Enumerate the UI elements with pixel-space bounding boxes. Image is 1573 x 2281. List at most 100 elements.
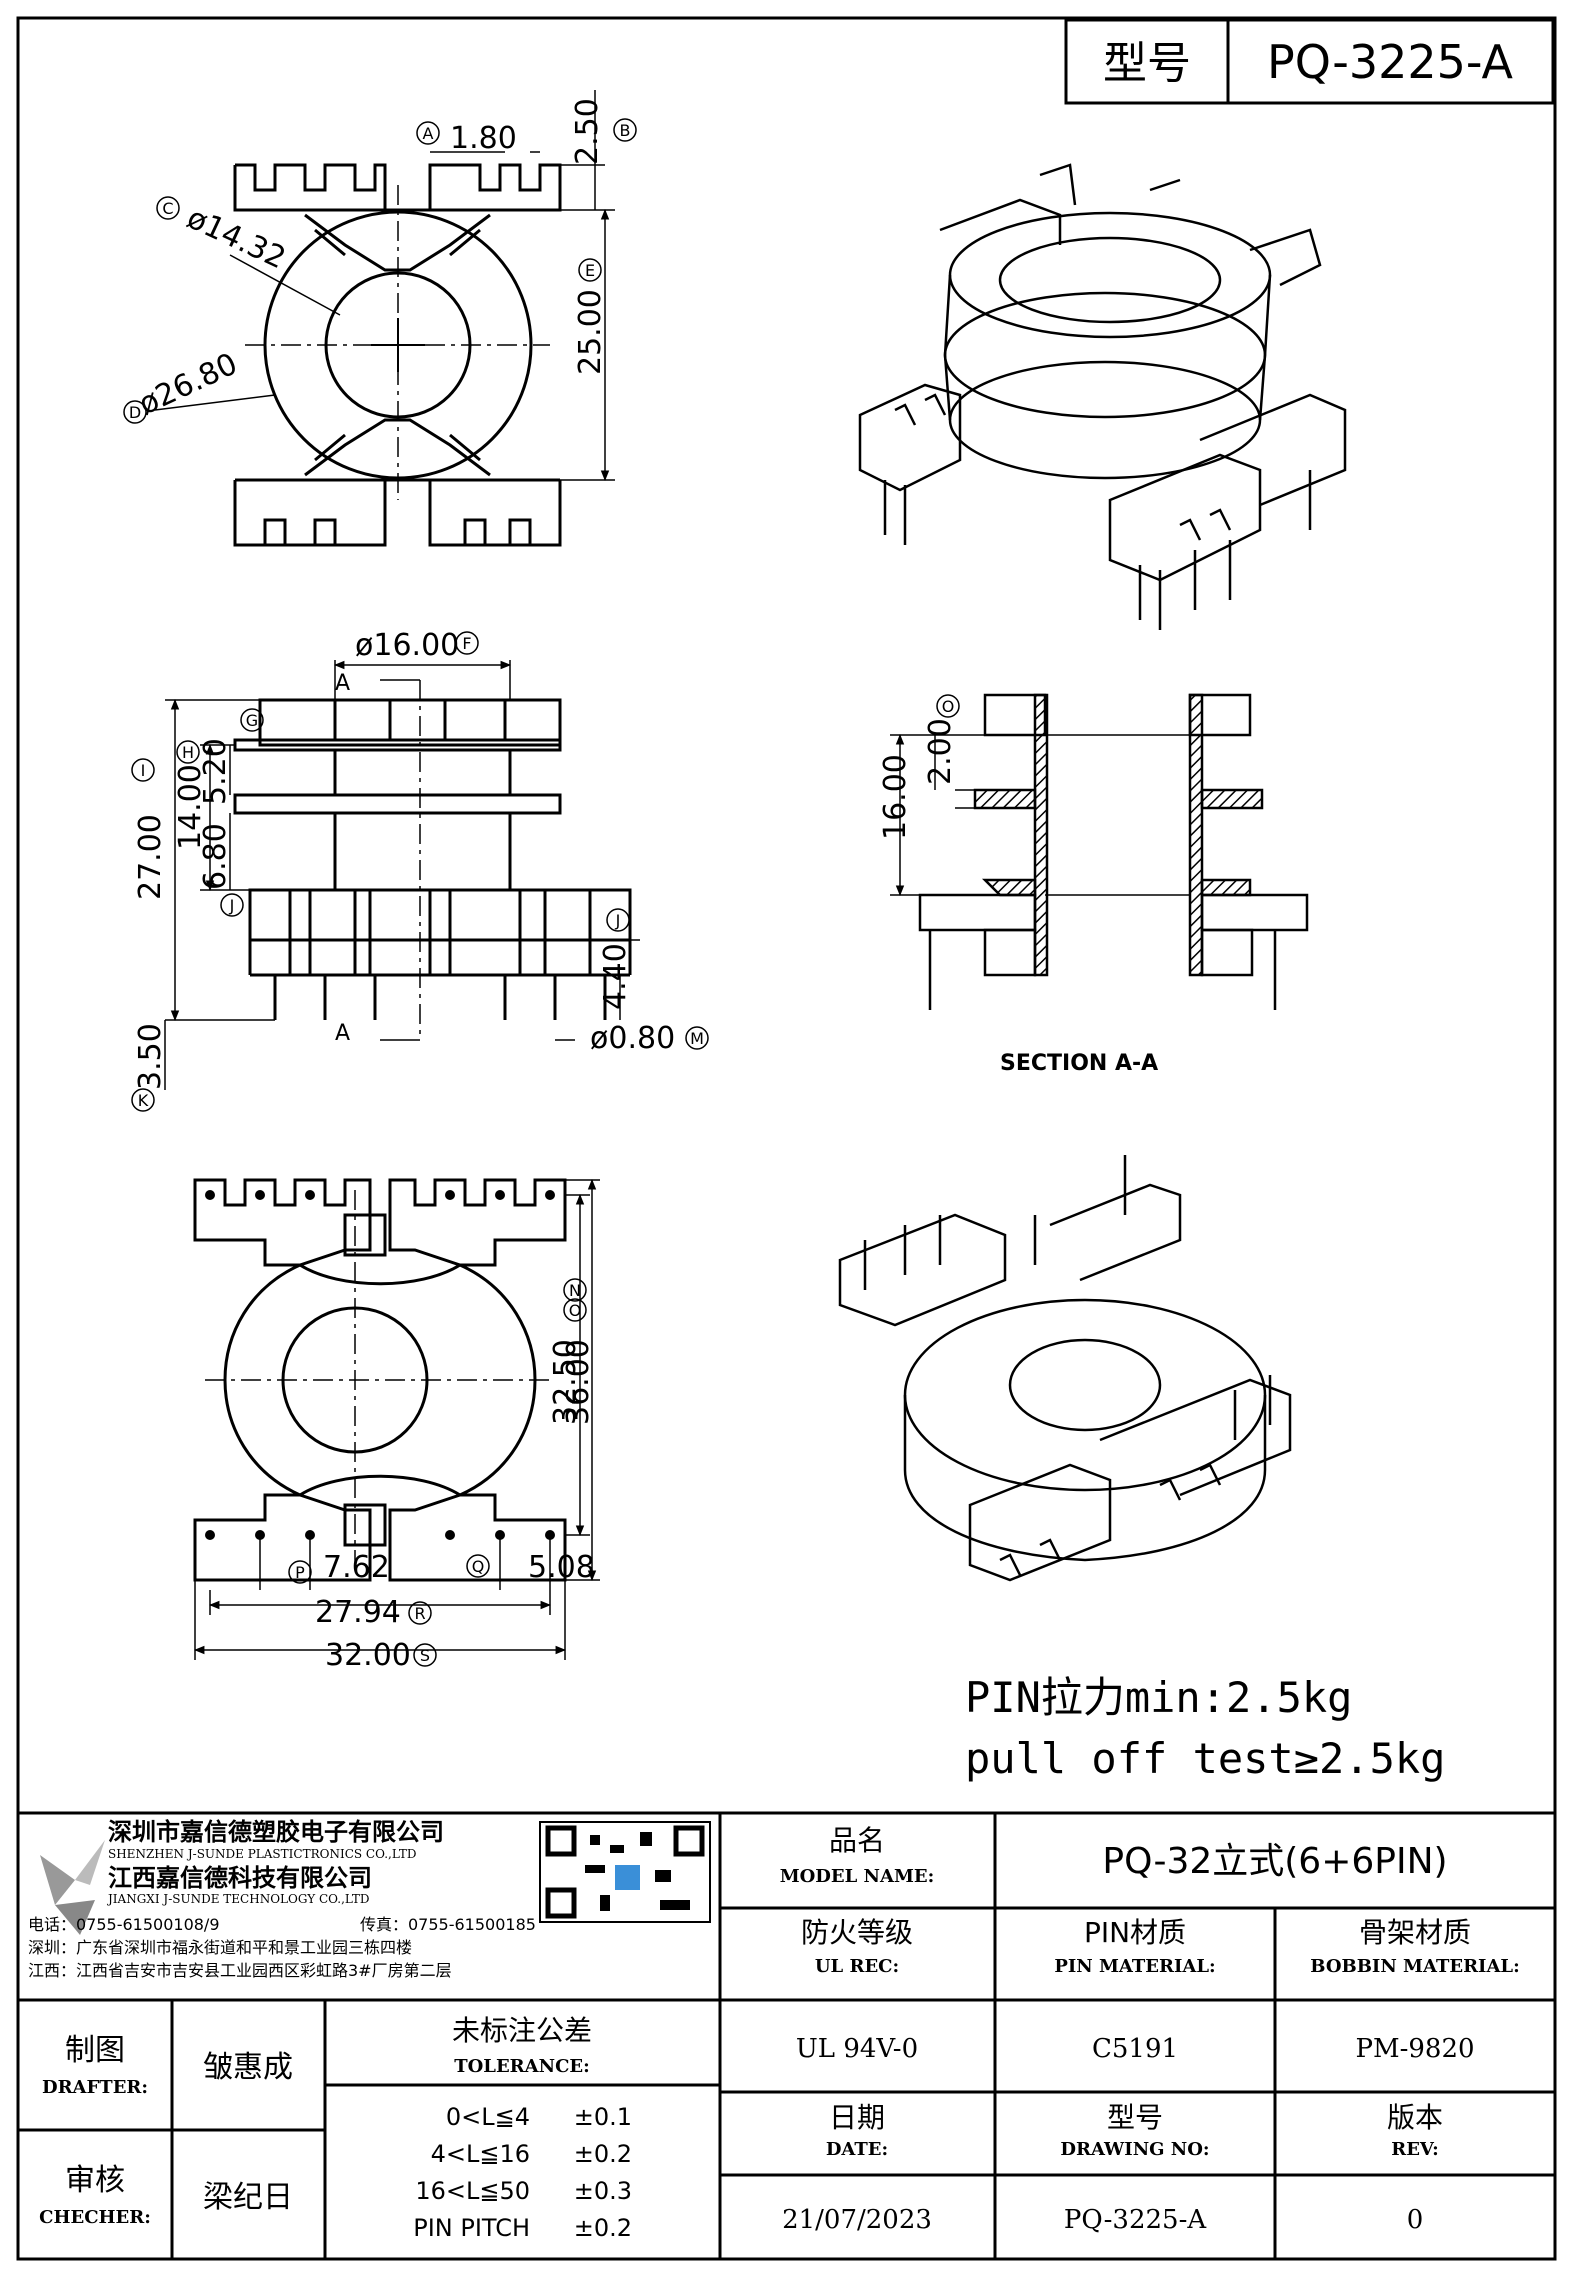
- marker-q: Q: [472, 1557, 485, 1576]
- model-name-en: MODEL NAME:: [780, 1866, 935, 1887]
- isometric-top-view: [858, 163, 1347, 630]
- pin-material-cn: PIN材质: [1084, 1916, 1186, 1949]
- marker-k: K: [138, 1091, 149, 1110]
- drafter-en: DRAFTER:: [42, 2077, 148, 2098]
- pull-test-notes: PIN拉力min:2.5kg pull off test≥2.5kg: [965, 1673, 1445, 1783]
- dim-d0-80: ø0.80: [590, 1021, 675, 1056]
- company-address-shenzhen: 深圳：广东省深圳市福永街道和平和景工业园三栋四楼: [28, 1938, 412, 1957]
- marker-e: E: [585, 261, 595, 280]
- dim-27-94: 27.94: [315, 1595, 401, 1630]
- section-dim-16-00: 16.00: [878, 754, 913, 840]
- dim-3-50: 3.50: [133, 1023, 168, 1090]
- company-address-jiangxi: 江西：江西省吉安市吉安县工业园西区彩虹路3#厂房第二层: [28, 1961, 452, 1980]
- section-dim-2-00: 2.00: [923, 718, 958, 785]
- dim-32-00: 32.00: [325, 1638, 411, 1673]
- tol-value: ±0.2: [574, 2140, 632, 2168]
- bobbin-material-value: PM-9820: [1355, 2034, 1474, 2064]
- dim-d16-00: ø16.00: [355, 628, 459, 663]
- header-type-label: 型号: [1103, 38, 1191, 89]
- rev-cn: 版本: [1387, 2101, 1443, 2134]
- dim-d14-32: ø14.32: [182, 201, 291, 277]
- tol-value: ±0.1: [574, 2103, 632, 2131]
- bottom-view-pins: [205, 1190, 555, 1540]
- company-name-1: 深圳市嘉信德塑胶电子有限公司: [108, 1818, 444, 1846]
- date-value: 21/07/2023: [782, 2205, 932, 2235]
- side-view-dims: ø16.00 27.00 14.00 5.20 6.80 4.40 3.50 ø…: [133, 628, 675, 1090]
- note-line-2: pull off test≥2.5kg: [965, 1734, 1445, 1783]
- title-block: [18, 1811, 1555, 2259]
- rev-value: 0: [1407, 2205, 1424, 2235]
- section-title: SECTION A-A: [1000, 1051, 1158, 1076]
- tol-range: 0<L≦4: [446, 2103, 530, 2131]
- section-mark-top: A: [335, 671, 350, 696]
- isometric-bottom-view: [838, 1155, 1292, 1582]
- top-view-markers: A B C D E: [123, 118, 637, 424]
- marker-h: H: [182, 743, 194, 762]
- header-box: 型号 PQ-3225-A: [1064, 18, 1555, 105]
- company-tel: 电话：0755-61500108/9: [28, 1915, 220, 1934]
- company-name-2: 江西嘉信德科技有限公司: [108, 1864, 372, 1892]
- tol-range: PIN PITCH: [413, 2214, 530, 2242]
- header-type-value: PQ-3225-A: [1267, 35, 1513, 89]
- drawing-no-en: DRAWING NO:: [1060, 2139, 1209, 2160]
- model-name-cn: 品名: [829, 1824, 885, 1857]
- marker-p: P: [295, 1563, 305, 1582]
- marker-d: D: [129, 403, 141, 422]
- drafter-cn: 制图: [65, 2033, 125, 2068]
- date-en: DATE:: [826, 2139, 888, 2160]
- date-cn: 日期: [829, 2101, 885, 2134]
- bottom-view-dimlines: [193, 1178, 600, 1660]
- section-mark-bottom: A: [335, 1021, 350, 1046]
- dim-1-80: 1.80: [450, 121, 517, 156]
- title-block-text: 品名 MODEL NAME: PQ-32立式(6+6PIN) 防火等级 UL R…: [39, 1824, 1520, 2235]
- marker-c: C: [162, 199, 173, 218]
- bobbin-material-cn: 骨架材质: [1359, 1916, 1471, 1949]
- bobbin-material-en: BOBBIN MATERIAL:: [1310, 1956, 1519, 1977]
- company-name-1-en: SHENZHEN J-SUNDE PLASTICTRONICS CO.,LTD: [108, 1847, 416, 1861]
- marker-f: F: [462, 634, 471, 653]
- tolerance-cn: 未标注公差: [452, 2014, 592, 2047]
- marker-s: S: [420, 1646, 430, 1665]
- pin-material-value: C5191: [1092, 2034, 1178, 2064]
- dim-32-50: 32.50: [548, 1339, 583, 1425]
- marker-r: R: [414, 1604, 425, 1623]
- tolerance-table: 0<L≦4 ±0.1 4<L≦16 ±0.2 16<L≦50 ±0.3 PIN …: [413, 2103, 632, 2242]
- marker-a: A: [423, 124, 434, 143]
- dim-d26-80: ø26.80: [134, 346, 243, 422]
- company-info: 深圳市嘉信德塑胶电子有限公司 SHENZHEN J-SUNDE PLASTICT…: [28, 1818, 536, 1980]
- ul-rec-en: UL REC:: [815, 1956, 899, 1977]
- dim-36-00: 36.00: [561, 1339, 596, 1425]
- ul-rec-value: UL 94V-0: [796, 2034, 918, 2064]
- sheet-border: [16, 16, 1557, 2261]
- side-view-markers: F G H I J J K M: [131, 631, 709, 1112]
- model-name-value: PQ-32立式(6+6PIN): [1102, 1841, 1447, 1882]
- drafter-value: 皱惠成: [203, 2050, 293, 2085]
- section-view-text: 16.00 2.00 O SECTION A-A: [878, 694, 1158, 1076]
- marker-n: N: [569, 1281, 581, 1300]
- section-marker-o: O: [942, 697, 955, 716]
- qr-code: [539, 1821, 711, 1923]
- marker-b: B: [620, 121, 631, 140]
- marker-j: J: [229, 896, 235, 915]
- tol-value: ±0.3: [574, 2177, 632, 2205]
- marker-i: I: [141, 761, 146, 780]
- note-line-1: PIN拉力min:2.5kg: [965, 1673, 1352, 1722]
- company-fax: 传真：0755-61500185: [360, 1915, 536, 1934]
- dim-2-50: 2.50: [570, 98, 605, 165]
- drawing-no-cn: 型号: [1107, 2101, 1163, 2134]
- dim-4-40: 4.40: [598, 943, 633, 1010]
- dim-25-00: 25.00: [573, 289, 608, 375]
- dim-5-20: 5.20: [198, 738, 233, 805]
- marker-g: G: [246, 711, 258, 730]
- dim-14-00: 14.00: [173, 764, 208, 850]
- bottom-view-dims: 32.50 36.00 7.62 5.08 27.94 32.00: [315, 1339, 596, 1673]
- drawing-no-value: PQ-3225-A: [1064, 2205, 1208, 2235]
- company-name-2-en: JIANGXI J-SUNDE TECHNOLOGY CO.,LTD: [106, 1892, 370, 1906]
- tol-range: 16<L≦50: [415, 2177, 530, 2205]
- checker-value: 梁纪日: [203, 2180, 293, 2215]
- pin-material-en: PIN MATERIAL:: [1054, 1956, 1215, 1977]
- section-view: [890, 693, 1309, 1010]
- bottom-view: [193, 1178, 567, 1582]
